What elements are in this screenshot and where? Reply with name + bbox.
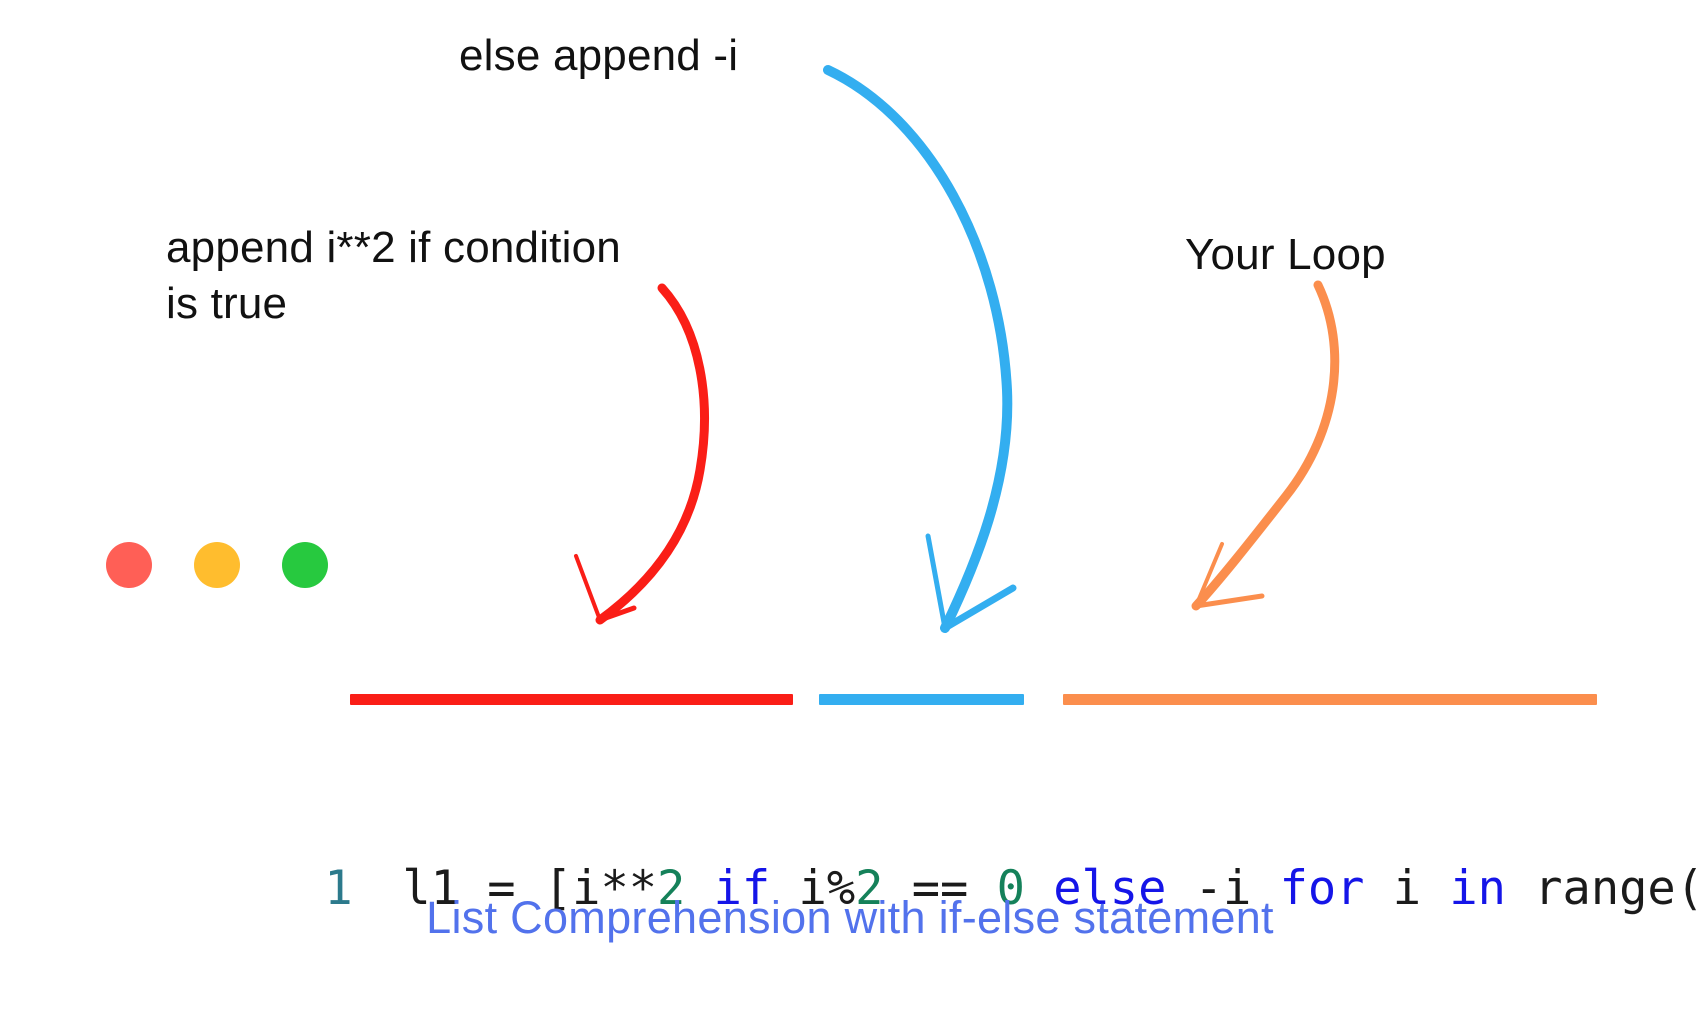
code-line: 2print(l1)	[98, 1000, 1628, 1034]
orange-arrow	[1191, 280, 1340, 611]
window-controls	[106, 542, 328, 588]
code-token: if	[713, 861, 771, 916]
line-number: 1	[324, 861, 353, 916]
blue-arrow	[823, 65, 1017, 633]
code-token: ==	[883, 861, 997, 916]
code-token: 2	[657, 861, 686, 916]
code-token: range(	[1505, 861, 1700, 916]
underline-red-condition	[350, 694, 793, 705]
window-minimize-dot[interactable]	[194, 542, 240, 588]
red-arrow	[574, 283, 709, 625]
code-token: 0	[996, 861, 1025, 916]
annotation-else-append: else append -i	[459, 31, 739, 80]
code-token: in	[1449, 861, 1506, 916]
code-token: i	[572, 861, 601, 916]
code-token: 2	[855, 861, 884, 916]
code-token: else	[1053, 861, 1167, 916]
annotation-your-loop: Your Loop	[1185, 230, 1386, 279]
slide-caption: List Comprehension with if-else statemen…	[426, 892, 1274, 943]
code-token: i	[1364, 861, 1450, 916]
annotation-append-condition: append i**2 if condition is true	[166, 223, 621, 329]
underline-orange-loop	[1063, 694, 1597, 705]
code-token: for	[1279, 861, 1365, 916]
code-token: i%	[770, 861, 856, 916]
code-token: **	[600, 861, 658, 916]
window-maximize-dot[interactable]	[282, 542, 328, 588]
code-token: l1 = [	[402, 861, 573, 916]
window-close-dot[interactable]	[106, 542, 152, 588]
underline-blue-else	[819, 694, 1024, 705]
code-token: -i	[1166, 861, 1280, 916]
